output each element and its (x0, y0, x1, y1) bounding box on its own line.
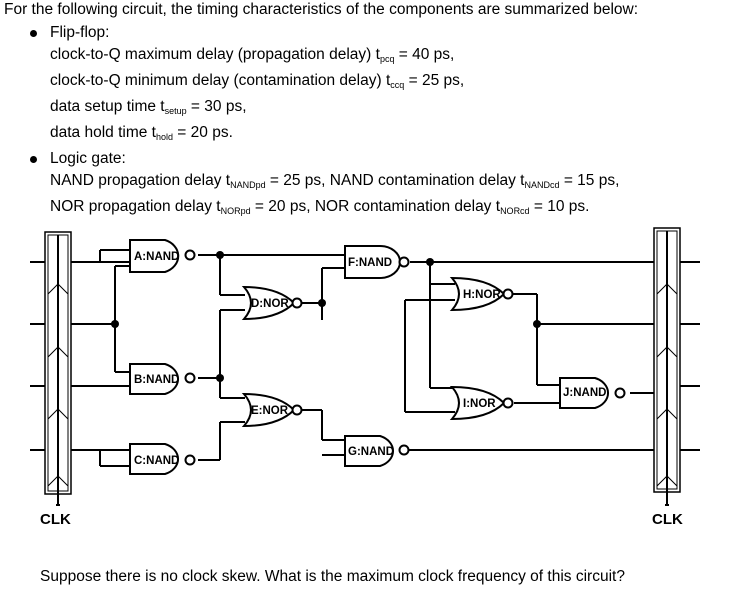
gate-a-label: A:NAND (134, 251, 179, 263)
gate-h-label: H:NOR (463, 289, 501, 301)
gate-h-nor (449, 276, 514, 312)
gate-e-label: E:NOR (251, 405, 289, 417)
thold-line: data hold time thold = 20 ps. (50, 124, 233, 142)
flipflop-label: Flip-flop: (50, 24, 110, 41)
gate-j-nand (559, 377, 626, 409)
tsetup-line: data setup time tsetup = 30 ps, (50, 98, 247, 116)
right-flipflop-bank (653, 227, 700, 506)
flipflop-item: Flip-flop: (22, 22, 619, 44)
gate-b-label: B:NAND (134, 374, 179, 386)
left-flipflop-bank (30, 231, 100, 506)
tccq-line: clock-to-Q minimum delay (contamination … (50, 72, 465, 90)
junction-dots (111, 251, 541, 382)
gate-d-nor (241, 285, 303, 321)
clk-right-label: CLK (652, 511, 683, 528)
gate-i-label: I:NOR (463, 398, 496, 410)
gate-c-nand (129, 443, 196, 475)
nand-delay-line: NAND propagation delay tNANDpd = 25 ps, … (50, 172, 620, 190)
gate-i-nor (449, 385, 514, 421)
gate-b-nand (129, 363, 196, 395)
gate-e-nor (241, 392, 303, 428)
nor-delay-line: NOR propagation delay tNORpd = 20 ps, NO… (50, 198, 590, 216)
gate-j-label: J:NAND (563, 387, 606, 399)
question-text: Suppose there is no clock skew. What is … (40, 568, 625, 585)
clk-left-label: CLK (40, 511, 71, 528)
logic-gate-label: Logic gate: (50, 150, 126, 167)
tpcq-line: clock-to-Q maximum delay (propagation de… (50, 46, 455, 64)
gate-f-label: F:NAND (348, 257, 392, 269)
intro-text: For the following circuit, the timing ch… (4, 1, 639, 18)
gate-g-label: G:NAND (348, 446, 394, 458)
gate-c-label: C:NAND (134, 455, 179, 467)
wires (99, 249, 654, 467)
component-list: Flip-flop: clock-to-Q maximum delay (pro… (22, 22, 619, 222)
gate-a-nand (129, 239, 196, 273)
logic-gate-item: Logic gate: (22, 148, 619, 170)
gate-d-label: D:NOR (251, 298, 289, 310)
gate-g-nand (344, 435, 410, 467)
gate-f-nand (344, 245, 410, 279)
